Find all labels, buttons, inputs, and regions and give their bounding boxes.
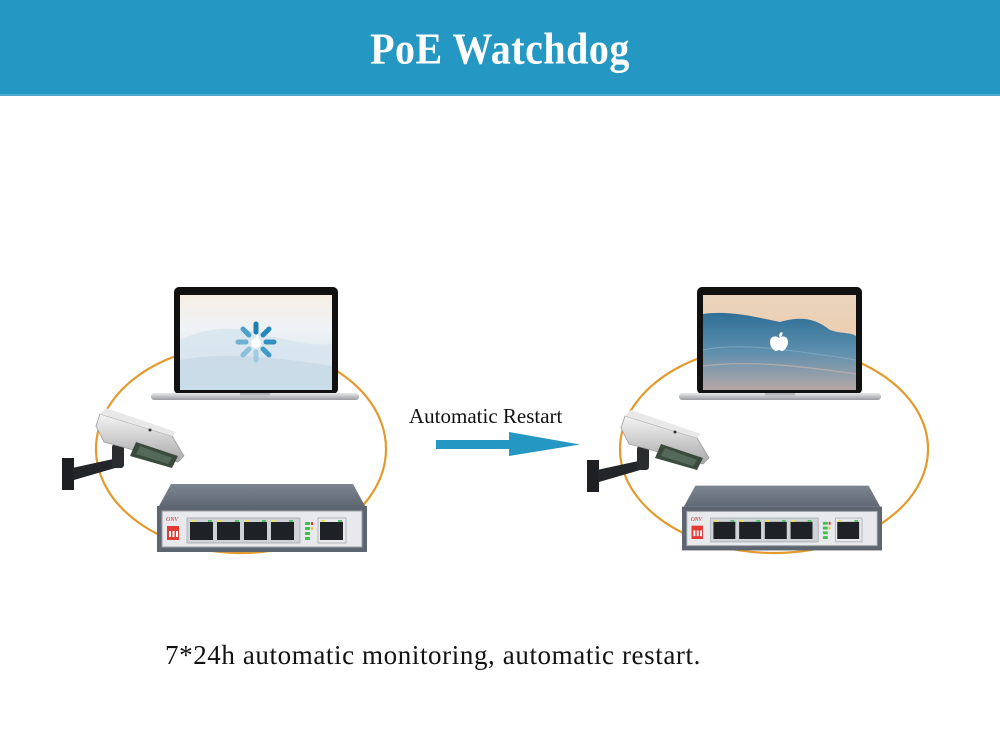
header-banner: PoE Watchdog bbox=[0, 0, 1000, 96]
restart-arrow bbox=[436, 432, 580, 456]
laptop-before bbox=[151, 287, 359, 400]
spinner-icon bbox=[235, 321, 277, 363]
laptop-after bbox=[679, 287, 881, 400]
ip-camera-after bbox=[586, 409, 710, 493]
restart-label: Automatic Restart bbox=[409, 404, 563, 428]
ip-camera-before bbox=[61, 407, 185, 491]
poe-switch-after bbox=[682, 485, 882, 551]
poe-switch-before bbox=[157, 484, 367, 553]
apple-logo-icon bbox=[770, 332, 788, 351]
page-title: PoE Watchdog bbox=[370, 22, 630, 74]
caption-text: 7*24h automatic monitoring, automatic re… bbox=[165, 640, 701, 670]
